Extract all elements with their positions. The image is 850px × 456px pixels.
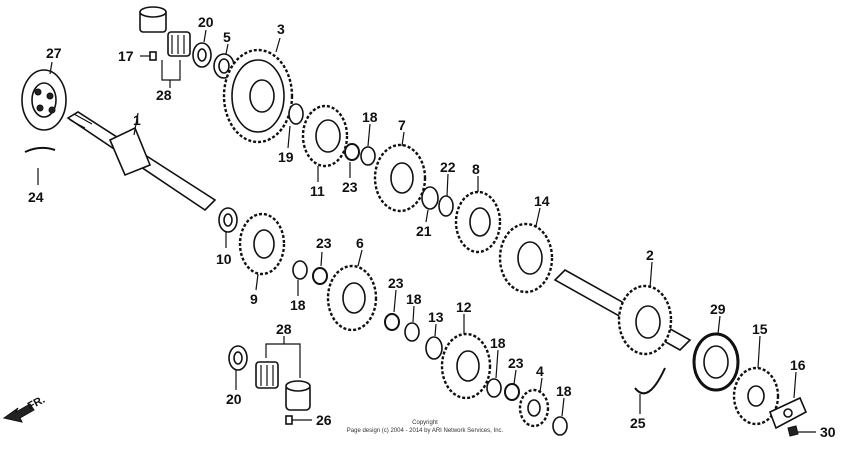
part-18-washer-d <box>486 378 502 398</box>
part-28-bearing-bottom <box>255 361 311 411</box>
part-23-circlip-a <box>344 143 360 161</box>
part-18-washer-a <box>360 146 376 166</box>
part-19-washer <box>288 103 304 125</box>
part-14-gear <box>498 222 554 294</box>
part-8-gear <box>454 190 502 254</box>
callout-3: 3 <box>277 21 285 37</box>
part-18-washer-b <box>292 260 308 280</box>
callout-25: 25 <box>630 415 646 431</box>
callout-28-bottom: 28 <box>276 321 292 337</box>
part-6-gear <box>326 264 378 332</box>
part-23-circlip-d <box>504 383 520 401</box>
callout-18-c: 18 <box>406 291 422 307</box>
part-22-washer <box>438 195 454 217</box>
part-15-sprocket <box>732 366 780 426</box>
callout-4: 4 <box>536 363 544 379</box>
part-23-circlip-b <box>312 267 328 285</box>
part-26-pin <box>285 415 293 425</box>
part-1-mainshaft <box>66 111 217 212</box>
callout-8: 8 <box>472 161 480 177</box>
part-2-countershaft <box>553 269 692 356</box>
part-28-bushing-top <box>139 6 191 57</box>
callout-18-e: 18 <box>556 383 572 399</box>
part-18-washer-c <box>404 322 420 342</box>
callout-24: 24 <box>28 189 44 205</box>
callout-15: 15 <box>752 321 768 337</box>
part-29-oil-seal <box>692 332 740 392</box>
callout-13: 13 <box>428 309 444 325</box>
callout-23-a: 23 <box>342 179 358 195</box>
part-10-collar <box>218 207 238 233</box>
callout-20-top: 20 <box>198 14 214 30</box>
callout-22: 22 <box>440 159 456 175</box>
callout-18-d: 18 <box>490 335 506 351</box>
part-21-collar <box>421 186 439 210</box>
part-20-washer-bottom <box>228 345 248 371</box>
part-3-gear <box>222 48 294 144</box>
callout-1: 1 <box>133 112 141 128</box>
part-24-circlip <box>24 146 56 153</box>
callout-26: 26 <box>316 412 332 428</box>
callout-11: 11 <box>310 183 325 199</box>
part-12-gear <box>440 332 492 400</box>
part-25-circlip <box>634 367 666 395</box>
callout-23-d: 23 <box>508 355 524 371</box>
callout-2: 2 <box>646 247 654 263</box>
part-23-circlip-c <box>384 313 400 331</box>
callout-29: 29 <box>710 301 726 317</box>
callout-12: 12 <box>456 299 472 315</box>
callout-14: 14 <box>534 193 550 209</box>
callout-16: 16 <box>790 357 806 373</box>
callout-28-top: 28 <box>156 87 172 103</box>
part-27-bearing <box>21 69 67 131</box>
callout-20-bottom: 20 <box>226 391 242 407</box>
direction-arrow-icon <box>2 403 35 423</box>
callout-6: 6 <box>356 235 364 251</box>
callout-18-a: 18 <box>362 109 378 125</box>
callout-17: 17 <box>118 48 134 64</box>
callout-9: 9 <box>250 291 258 307</box>
part-9-gear <box>238 212 286 276</box>
part-30-bolt <box>787 425 816 437</box>
part-11-gear <box>301 104 349 168</box>
part-17-pin <box>149 51 157 61</box>
callout-18-b: 18 <box>290 297 306 313</box>
callout-30: 30 <box>820 424 836 440</box>
part-7-gear <box>373 143 427 213</box>
part-18-washer-e <box>552 416 568 436</box>
callout-23-c: 23 <box>388 275 404 291</box>
callout-27: 27 <box>46 45 62 61</box>
callout-19: 19 <box>278 149 294 165</box>
part-16-plate <box>768 396 808 430</box>
part-4-gear <box>518 388 550 428</box>
callout-10: 10 <box>216 251 232 267</box>
callout-5: 5 <box>223 29 231 45</box>
callout-21: 21 <box>416 223 432 239</box>
direction-label: FR. <box>26 394 47 413</box>
callout-labels: 27 24 1 17 28 20 5 3 19 11 18 7 23 22 8 … <box>28 14 836 440</box>
callout-7: 7 <box>398 117 406 133</box>
callout-23-b: 23 <box>316 235 332 251</box>
part-13-collar <box>425 336 443 360</box>
copyright-line-1: Copyright <box>412 420 438 426</box>
copyright-line-2: Page design (c) 2004 - 2014 by ARI Netwo… <box>347 428 504 434</box>
part-20-washer-top <box>192 42 212 68</box>
